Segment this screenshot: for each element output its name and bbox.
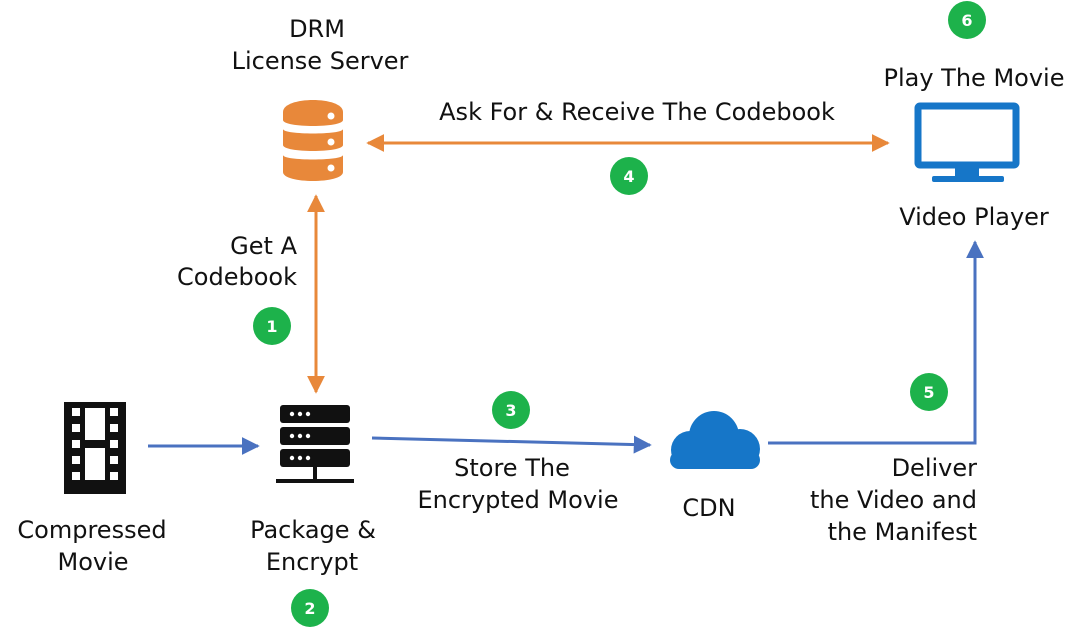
step-badge-2: 2: [291, 589, 329, 627]
package-to-cdn-arrow: [371, 435, 652, 454]
store-label-line1: Store The: [454, 454, 570, 482]
package-encrypt-label-line2: Encrypt: [266, 548, 358, 576]
film-strip-icon: [64, 402, 126, 494]
step-number-1: 1: [266, 317, 277, 336]
cdn-label: CDN: [682, 494, 735, 522]
deliver-label-line2: the Video and: [810, 486, 977, 514]
get-codebook-label-line2: Codebook: [177, 263, 297, 291]
step-number-4: 4: [623, 167, 634, 186]
step-number-5: 5: [923, 383, 934, 402]
step-badge-5: 5: [910, 373, 948, 411]
deliver-label-line3: the Manifest: [828, 518, 977, 546]
step-number-2: 2: [304, 599, 315, 618]
ask-receive-label: Ask For & Receive The Codebook: [439, 98, 835, 126]
step-badge-4: 4: [610, 157, 648, 195]
compressed-movie-label-line2: Movie: [57, 548, 128, 576]
server-rack-icon: [276, 405, 354, 483]
deliver-label-line1: Deliver: [892, 454, 978, 482]
video-player-label: Video Player: [899, 203, 1049, 231]
step-number-6: 6: [961, 11, 972, 30]
compressed-movie-label-line1: Compressed: [17, 516, 166, 544]
cloud-icon: [670, 411, 760, 469]
drm-server-label-line2: License Server: [232, 47, 409, 75]
database-icon: [283, 100, 343, 181]
cdn-to-player-arrow: [768, 240, 984, 445]
store-label-line2: Encrypted Movie: [418, 486, 619, 514]
play-the-movie-title: Play The Movie: [884, 64, 1065, 92]
step-badge-3: 3: [492, 391, 530, 429]
get-codebook-label-line1: Get A: [230, 232, 297, 260]
package-encrypt-label-line1: Package &: [250, 516, 376, 544]
step-badge-6: 6: [948, 1, 986, 39]
monitor-icon: [914, 102, 1020, 182]
step-number-3: 3: [505, 401, 516, 420]
step-badge-1: 1: [253, 307, 291, 345]
drm-server-label-line1: DRM: [289, 15, 345, 43]
